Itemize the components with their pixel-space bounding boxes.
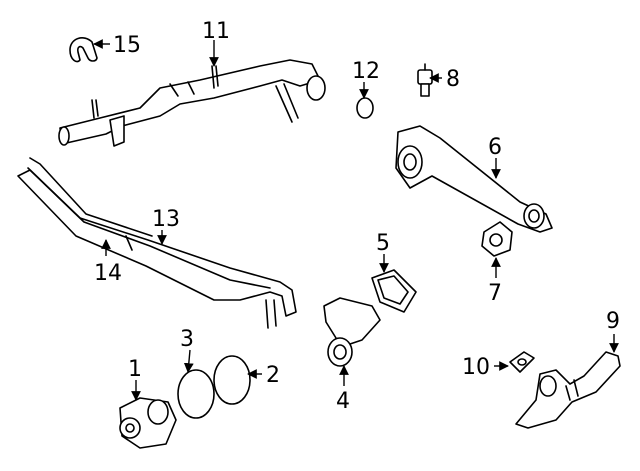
callout-1: 1 [128, 357, 142, 382]
part-10-gasket [509, 351, 535, 373]
part-3-gasket [177, 369, 215, 419]
callout-4: 4 [336, 389, 350, 414]
part-4-thermostat-housing [323, 297, 381, 367]
part-2-gasket [213, 355, 251, 405]
part-13-14-lower-pipes [17, 157, 297, 329]
callout-13: 13 [152, 207, 180, 232]
leader-lines [93, 39, 619, 401]
part-7-gasket [481, 221, 513, 257]
callout-6: 6 [488, 135, 502, 160]
callout-12: 12 [352, 59, 380, 84]
callout-10: 10 [462, 355, 490, 380]
callout-2: 2 [266, 363, 280, 388]
callout-9: 9 [606, 309, 620, 334]
part-11-coolant-pipe [58, 59, 326, 147]
callout-7: 7 [488, 281, 502, 306]
callout-15: 15 [113, 33, 141, 58]
callout-11: 11 [202, 19, 230, 44]
callout-3: 3 [180, 327, 194, 352]
part-15-hose-clip [69, 37, 98, 63]
part-8-temperature-sensor [417, 63, 433, 97]
part-1-water-pump [119, 397, 177, 449]
part-9-water-inlet-pipe [515, 351, 621, 429]
callout-14: 14 [94, 261, 122, 286]
part-6-water-outlet [395, 125, 553, 233]
part-5-thermostat-gasket [371, 269, 417, 313]
callout-8: 8 [446, 67, 460, 92]
callout-5: 5 [376, 231, 390, 256]
part-12-o-ring [356, 97, 374, 119]
